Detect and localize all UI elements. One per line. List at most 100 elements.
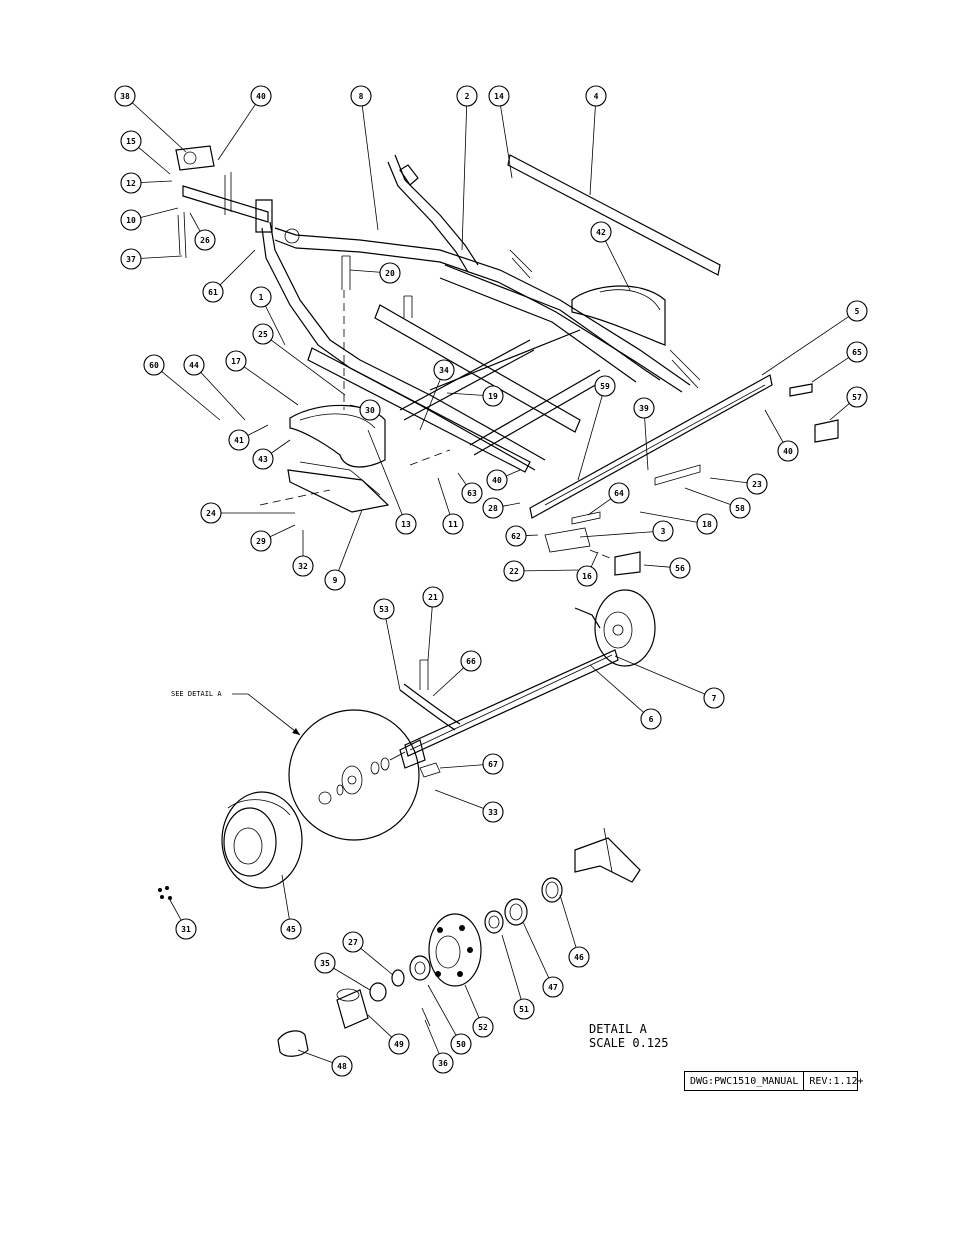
callout-leader [140,255,183,259]
callout-58: 58 [684,487,751,519]
callout-leader [217,104,256,161]
callout-44: 44 [183,354,246,421]
callout-leader [589,664,644,713]
callout-number: 63 [467,489,477,498]
callout-number: 56 [675,564,685,573]
callout-balloon [225,350,247,372]
callout-balloon [228,429,250,451]
callout-balloon [395,513,417,535]
callout-43: 43 [252,439,291,470]
callout-leader [138,147,171,175]
callout-balloon [505,525,527,547]
callout-31: 31 [169,899,197,940]
drawing-number: DWG:PWC1510_MANUAL [690,1075,799,1087]
callout-number: 24 [206,509,216,518]
callout-balloon [746,473,768,495]
callout-50: 50 [427,984,472,1055]
callout-leader [333,967,371,991]
callout-number: 46 [574,953,584,962]
callout-number: 60 [149,361,159,370]
callout-number: 15 [126,137,136,146]
callout-leader [269,524,296,538]
callout-balloon [729,497,751,519]
callout-balloon [194,229,216,251]
callout-number: 50 [456,1040,466,1049]
callout-number: 23 [752,480,762,489]
callout-leader [270,339,346,396]
callout-2: 2 [456,85,478,251]
callout-27: 27 [342,931,394,976]
callout-number: 27 [348,938,358,947]
callout-number: 40 [492,476,502,485]
callout-32: 32 [292,530,314,577]
callout-25: 25 [252,323,346,396]
callout-leader [338,509,363,571]
callout-7: 7 [614,655,725,709]
callout-66: 66 [432,650,482,697]
callout-59: 59 [577,375,616,481]
callout-leader [644,417,649,471]
callout-leader [446,392,484,396]
callout-number: 34 [439,366,449,375]
callout-leader [437,477,451,515]
callout-41: 41 [228,424,269,451]
callout-leader [709,477,748,484]
callout-leader [270,439,291,454]
callout-number: 8 [359,92,364,101]
callout-45: 45 [280,874,302,940]
callout-number: 18 [702,520,712,529]
callout-51: 51 [501,934,535,1020]
callout-number: 45 [286,925,296,934]
callout-leader [161,371,221,421]
callout-balloon [342,931,364,953]
callout-leader [297,1049,333,1063]
wheel [221,791,303,889]
callout-36: 36 [424,1019,454,1074]
trailer-frame [175,145,839,576]
callout-balloon [846,341,868,363]
callout-balloon [576,565,598,587]
callout-balloon [486,469,508,491]
callout-number: 22 [509,567,519,576]
callout-leader [247,424,269,436]
callout-balloon [120,248,142,270]
callout-leader [419,379,441,431]
callout-number: 43 [258,455,268,464]
callout-leader [506,469,521,477]
callout-balloon [503,560,525,582]
callout-number: 35 [320,959,330,968]
callout-balloon [696,513,718,535]
callout-balloon [846,300,868,322]
callout-leader [281,874,290,920]
callout-leader [523,569,579,572]
callout-balloon [432,1052,454,1074]
callout-leader [643,564,671,568]
callout-balloon [568,946,590,968]
callout-63: 63 [457,472,483,504]
callout-leader [829,403,850,421]
callout-leader [559,894,577,948]
callout-leader [439,764,484,769]
callout-leader [587,498,612,516]
callout-number: 65 [852,348,862,357]
callout-leader [764,409,784,443]
revision-number: REV:1.12+ [803,1072,868,1090]
callout-balloon [488,85,510,107]
callout-number: 57 [852,393,862,402]
callout-leader [589,105,596,196]
callout-21: 21 [422,586,444,661]
callout-20: 20 [349,262,401,284]
callout-balloon [359,399,381,421]
see-detail-label: SEE DETAIL A [171,690,222,698]
callout-leader [461,105,468,251]
callout-leader [811,357,849,383]
callout-balloon [422,586,444,608]
callout-balloon [513,998,535,1020]
callout-balloon [460,650,482,672]
callout-balloon [175,918,197,940]
callout-number: 44 [189,361,199,370]
callout-67: 67 [439,753,504,775]
callout-balloon [114,85,136,107]
callout-number: 25 [258,330,268,339]
